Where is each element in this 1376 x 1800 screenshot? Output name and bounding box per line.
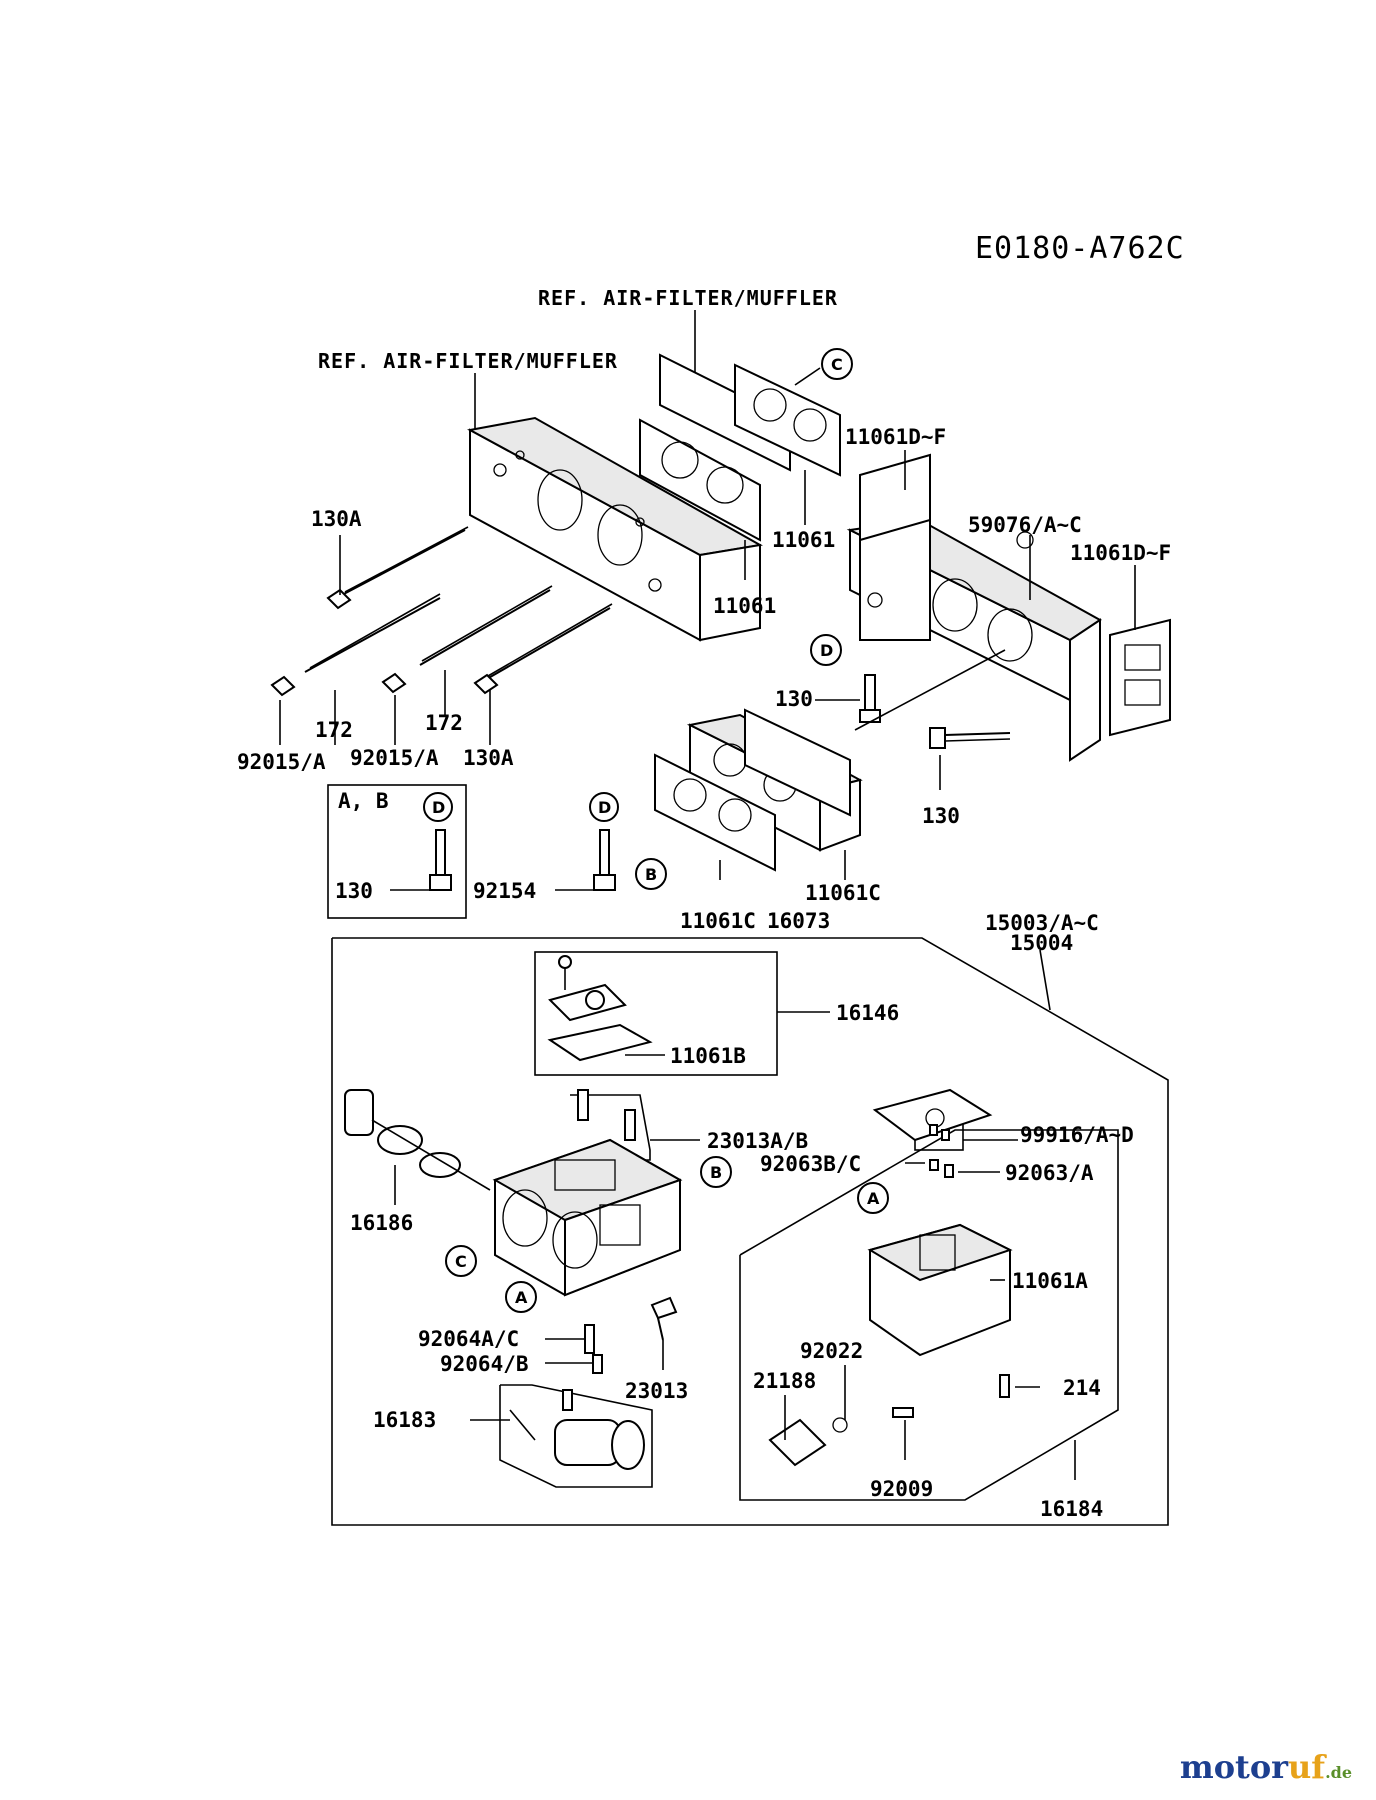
label-11061A: 11061A [1012, 1269, 1088, 1293]
svg-text:A: A [515, 1288, 528, 1307]
label-15004: 15004 [1010, 931, 1073, 955]
label-130-manifold: 130 [775, 687, 813, 711]
callout-D-inset: D [423, 792, 453, 822]
svg-text:B: B [710, 1163, 722, 1182]
ref-label-upper: REF. AIR-FILTER/MUFFLER [538, 286, 838, 310]
carburetor-assembly-box [331, 937, 1169, 1526]
label-23013: 23013 [625, 1379, 688, 1403]
label-16073: 16073 [767, 909, 830, 933]
label-172-left: 172 [315, 718, 353, 742]
label-130-side: 130 [922, 804, 960, 828]
label-92154: 92154 [473, 879, 536, 903]
svg-text:A: A [867, 1189, 880, 1208]
float-bowl-box [739, 1129, 1119, 1501]
diagram-code: E0180-A762C [975, 231, 1185, 266]
inset-title: A, B [338, 789, 389, 813]
callout-D-92154: D [589, 792, 619, 822]
callout-C-carb: C [445, 1245, 477, 1277]
label-11061-upper: 11061 [772, 528, 835, 552]
svg-text:B: B [645, 865, 657, 884]
callout-A-bowl: A [857, 1182, 889, 1214]
gasket-11061D-right [1109, 618, 1171, 737]
choke-plate [547, 955, 653, 1062]
label-11061D-F-right: 11061D~F [1070, 541, 1171, 565]
label-16183: 16183 [373, 1408, 436, 1432]
label-92009: 92009 [870, 1477, 933, 1501]
label-16146: 16146 [836, 1001, 899, 1025]
label-92015A-right: 92015/A [350, 746, 439, 770]
label-92063A: 92063/A [1005, 1161, 1094, 1185]
callout-B-carb: B [700, 1156, 732, 1188]
gasket-upper-stack [639, 353, 841, 542]
gasket-11061D-left [859, 453, 931, 542]
label-130A-upper: 130A [311, 507, 362, 531]
label-92064AC: 92064A/C [418, 1327, 519, 1351]
label-11061D-F-upper: 11061D~F [845, 425, 946, 449]
label-11061C-right: 11061C [805, 881, 881, 905]
callout-D-manifold: D [810, 634, 842, 666]
watermark-text-c: .de [1325, 1763, 1352, 1782]
carburetor-body [492, 1138, 683, 1297]
watermark-text-b: uf [1288, 1748, 1326, 1786]
label-130-inset: 130 [335, 879, 373, 903]
site-watermark: motoruf.de [1180, 1748, 1352, 1786]
callout-B-gasket: B [635, 858, 667, 890]
solenoid-box [499, 1384, 653, 1488]
label-99916: 99916/A~D [1020, 1123, 1134, 1147]
svg-text:D: D [820, 641, 833, 660]
part-labels: 11061D~F 59076/A~C 11061D~F 11061 11061 … [237, 425, 1171, 1521]
inset-box-AB [327, 784, 467, 919]
choke-plate-box [534, 951, 778, 1076]
stud-bolts [270, 526, 613, 697]
gasket-11061C [654, 708, 851, 872]
label-214: 214 [1063, 1376, 1101, 1400]
manifold-bolts [859, 674, 1011, 749]
intake-manifold [846, 479, 1102, 762]
float-bowl [867, 1088, 1013, 1357]
label-92063BC: 92063B/C [760, 1152, 861, 1176]
callout-C-upper: C [821, 348, 853, 380]
label-11061-lower: 11061 [713, 594, 776, 618]
label-92064B: 92064/B [440, 1352, 529, 1376]
label-11061C-left: 11061C [680, 909, 756, 933]
label-92022: 92022 [800, 1339, 863, 1363]
label-92015A-left: 92015/A [237, 750, 326, 774]
leader-lines [279, 367, 1136, 1480]
label-172-right: 172 [425, 711, 463, 735]
solenoid-16183 [509, 1389, 645, 1470]
svg-text:D: D [598, 798, 611, 817]
ref-label-lower: REF. AIR-FILTER/MUFFLER [318, 349, 618, 373]
svg-text:C: C [455, 1252, 467, 1271]
throttle-shaft [344, 1089, 491, 1191]
watermark-text-a: motor [1179, 1748, 1289, 1786]
label-23013AB: 23013A/B [707, 1129, 808, 1153]
callout-A-carb: A [505, 1281, 537, 1313]
intake-flange [467, 416, 763, 642]
label-21188: 21188 [753, 1369, 816, 1393]
label-59076: 59076/A~C [968, 513, 1082, 537]
label-16186: 16186 [350, 1211, 413, 1235]
label-130A-lower: 130A [463, 746, 514, 770]
svg-text:D: D [432, 798, 445, 817]
label-15003: 15003/A~C [985, 911, 1099, 935]
svg-text:C: C [831, 355, 843, 374]
label-16184: 16184 [1040, 1497, 1103, 1521]
label-11061B: 11061B [670, 1044, 746, 1068]
